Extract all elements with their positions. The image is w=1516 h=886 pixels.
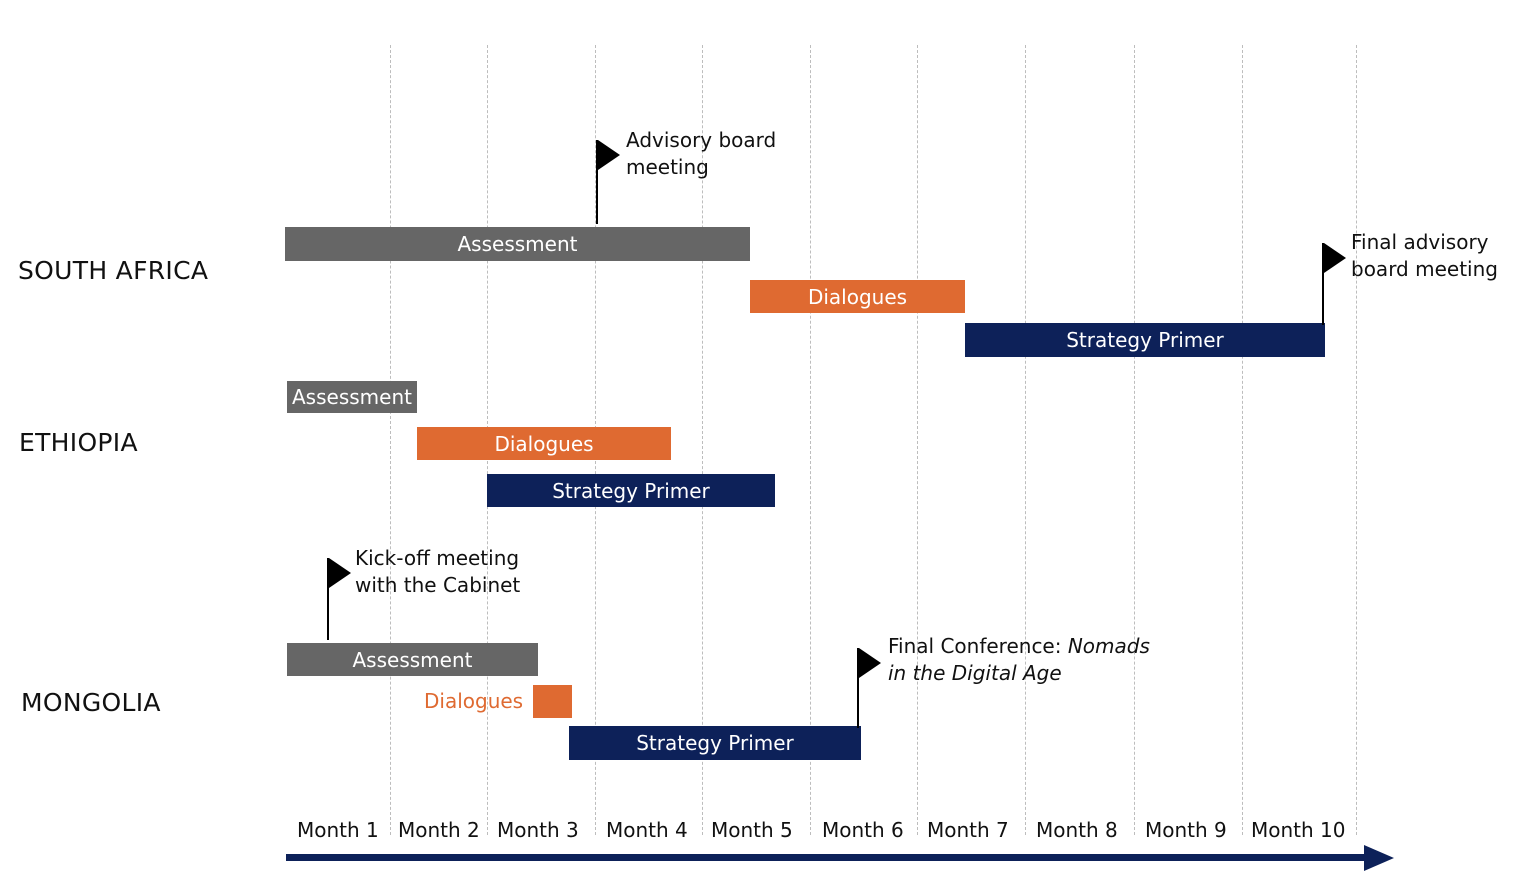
milestone-line: in the Digital Age	[888, 660, 1150, 687]
final-conference-flag-icon	[859, 648, 881, 678]
month-label: Month 3	[497, 818, 579, 842]
final-conference-flag-pole	[857, 648, 859, 728]
timeline-axis	[286, 854, 1366, 861]
month-label: Month 7	[927, 818, 1009, 842]
month-label: Month 10	[1251, 818, 1346, 842]
milestone-line: board meeting	[1351, 257, 1498, 281]
country-label-ethiopia: ETHIOPIA	[19, 428, 138, 457]
ethiopia-dialogues-bar: Dialogues	[417, 427, 671, 460]
month-label: Month 6	[822, 818, 904, 842]
milestone-line: Final Conference: Nomads	[888, 633, 1150, 660]
milestone-line: with the Cabinet	[355, 573, 521, 597]
gridline	[810, 45, 811, 835]
advisory-board-flag-pole	[596, 140, 598, 224]
ethiopia-assessment-bar: Assessment	[287, 381, 417, 413]
final-conference-milestone-label: Final Conference: Nomads in the Digital …	[888, 633, 1150, 687]
final-advisory-flag-icon	[1324, 243, 1346, 273]
gridline	[1356, 45, 1357, 835]
country-label-south-africa: SOUTH AFRICA	[18, 256, 209, 285]
kickoff-flag-pole	[327, 558, 329, 640]
mongolia-dialogues-bar	[533, 685, 572, 718]
mongolia-dialogues-label: Dialogues	[424, 689, 524, 713]
month-label: Month 1	[297, 818, 379, 842]
kickoff-milestone-label: Kick-off meeting with the Cabinet	[355, 545, 520, 599]
milestone-line: Final advisory	[1351, 230, 1489, 254]
month-label: Month 2	[398, 818, 480, 842]
gridline	[917, 45, 918, 835]
gridline	[390, 45, 391, 835]
milestone-line: Kick-off meeting	[355, 546, 520, 570]
milestone-line: Advisory board	[626, 128, 777, 152]
south-africa-dialogues-bar: Dialogues	[750, 280, 965, 313]
final-conference-title-part: Nomads	[1067, 634, 1150, 658]
mongolia-strategy-primer-bar: Strategy Primer	[569, 726, 861, 760]
final-conference-prefix: Final Conference:	[888, 634, 1068, 658]
south-africa-assessment-bar: Assessment	[285, 227, 750, 261]
final-advisory-flag-pole	[1322, 243, 1324, 325]
country-label-mongolia: MONGOLIA	[21, 688, 161, 717]
final-conference-title-part: in the Digital Age	[888, 661, 1062, 685]
gridline	[702, 45, 703, 835]
milestone-line: meeting	[626, 155, 709, 179]
gridline	[1242, 45, 1243, 835]
mongolia-assessment-bar: Assessment	[287, 643, 538, 676]
month-label: Month 5	[711, 818, 793, 842]
gridline	[1025, 45, 1026, 835]
south-africa-strategy-primer-bar: Strategy Primer	[965, 323, 1325, 357]
advisory-board-flag-icon	[598, 140, 620, 170]
final-advisory-milestone-label: Final advisory board meeting	[1351, 229, 1498, 283]
gridline	[1134, 45, 1135, 835]
ethiopia-strategy-primer-bar: Strategy Primer	[487, 474, 775, 507]
month-label: Month 8	[1036, 818, 1118, 842]
timeline-arrow-icon	[1364, 845, 1394, 871]
month-label: Month 4	[606, 818, 688, 842]
month-label: Month 9	[1145, 818, 1227, 842]
advisory-board-milestone-label: Advisory board meeting	[626, 127, 776, 181]
kickoff-flag-icon	[329, 558, 351, 588]
